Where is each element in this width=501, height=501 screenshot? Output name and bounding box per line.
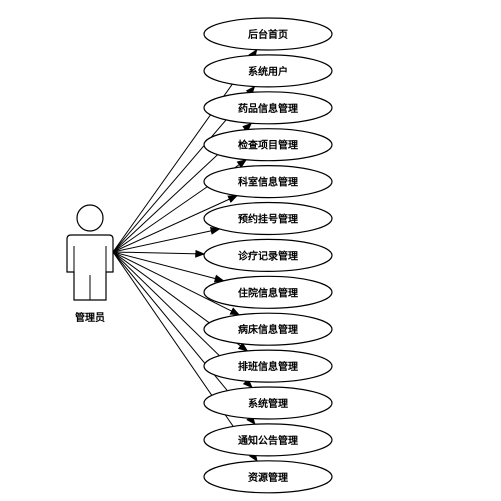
use-case-label: 资源管理 xyxy=(248,471,288,484)
use-case-ellipse xyxy=(203,460,333,494)
actor-figure: 管理员 xyxy=(66,204,114,324)
use-case-ellipse xyxy=(203,312,333,346)
use-case-ellipse xyxy=(203,423,333,457)
use-case: 检查项目管理 xyxy=(203,128,333,162)
association-arrow xyxy=(112,226,221,253)
association-arrow xyxy=(112,251,241,316)
use-case-label: 通知公告管理 xyxy=(238,434,298,447)
association-arrow xyxy=(112,195,239,253)
use-case: 资源管理 xyxy=(203,460,333,494)
use-case-ellipse xyxy=(203,386,333,420)
actor-name: 管理员 xyxy=(75,311,105,324)
use-case-ellipse xyxy=(203,54,333,88)
use-case: 科室信息管理 xyxy=(203,165,333,199)
use-case: 通知公告管理 xyxy=(203,423,333,457)
use-case: 排班信息管理 xyxy=(203,349,333,383)
use-case-ellipse xyxy=(203,201,333,236)
actor-body xyxy=(66,234,114,301)
use-case-ellipse xyxy=(203,17,333,51)
use-case-ellipse xyxy=(203,165,333,199)
use-case-ellipse xyxy=(203,128,333,162)
use-case-label: 病床信息管理 xyxy=(238,323,298,336)
use-case-label: 诊疗记录管理 xyxy=(238,249,298,262)
actor-head xyxy=(76,204,104,232)
use-case: 系统管理 xyxy=(203,386,333,420)
use-case-label: 药品信息管理 xyxy=(238,102,298,115)
use-case-list: 后台首页系统用户药品信息管理检查项目管理科室信息管理预约挂号管理诊疗记录管理住院… xyxy=(203,17,333,494)
use-case-label: 排班信息管理 xyxy=(238,360,298,373)
use-case-label: 系统用户 xyxy=(248,65,288,78)
use-case-label: 科室信息管理 xyxy=(238,176,298,189)
use-case-label: 检查项目管理 xyxy=(238,139,298,152)
use-case-ellipse xyxy=(203,275,333,309)
use-case: 预约挂号管理 xyxy=(203,201,333,236)
use-case-label: 后台首页 xyxy=(248,28,288,41)
use-case: 诊疗记录管理 xyxy=(203,238,333,272)
association-arrow xyxy=(112,251,225,283)
use-case: 病床信息管理 xyxy=(203,312,333,346)
use-case: 住院信息管理 xyxy=(203,275,333,309)
use-case-ellipse xyxy=(203,349,333,383)
use-case: 后台首页 xyxy=(203,17,333,51)
use-case-ellipse xyxy=(203,238,333,272)
use-case-label: 住院信息管理 xyxy=(238,286,298,299)
use-case-ellipse xyxy=(203,91,333,125)
use-case-label: 系统管理 xyxy=(248,397,288,410)
use-case: 药品信息管理 xyxy=(203,91,333,125)
association-arrow xyxy=(112,249,206,258)
use-case-label: 预约挂号管理 xyxy=(238,213,298,226)
use-case: 系统用户 xyxy=(203,54,333,88)
